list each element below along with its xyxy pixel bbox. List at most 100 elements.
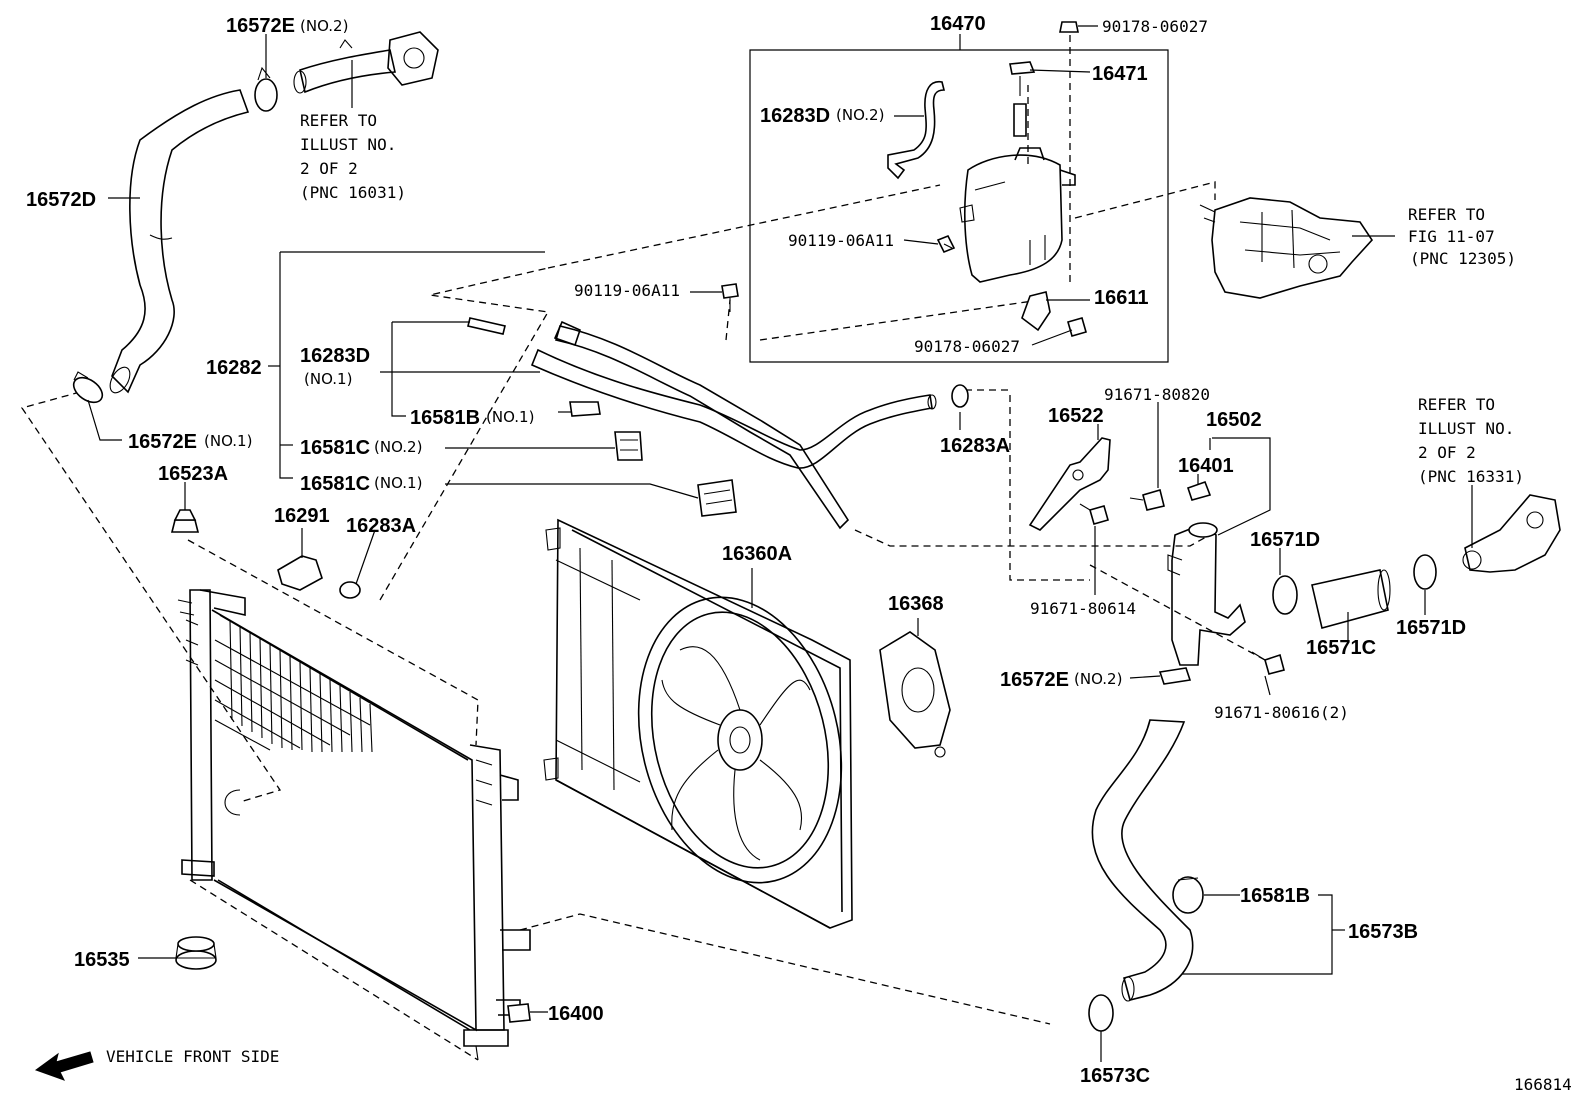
- diagram-id: 166814: [1514, 1075, 1572, 1094]
- label-16283D-no1-no: (NO.1): [304, 370, 352, 388]
- water-inlet-pipe-top: [293, 31, 439, 94]
- reserve-tank-16470: [959, 147, 1076, 283]
- clip-16581B: [1172, 876, 1204, 914]
- assembly-dashed-lines: [20, 35, 1266, 1061]
- ref-right-3: 2 OF 2: [1418, 443, 1476, 462]
- label-16581C-no2-no: (NO.2): [374, 438, 422, 456]
- label-16368: 16368: [888, 593, 944, 615]
- clamp-16572E-top: [254, 66, 278, 112]
- label-91671-80616: 91671-80616(2): [1214, 703, 1349, 722]
- bolt-91671-80614: [1079, 503, 1109, 525]
- clamp-16283A-left: [339, 581, 361, 599]
- nut-90178-bottom: [1067, 317, 1087, 337]
- drain-cock-16400: [507, 1003, 531, 1023]
- label-16535: 16535: [74, 949, 130, 971]
- label-16581B-no1: 16581B: [410, 407, 480, 429]
- clamp-16571D-b: [1413, 554, 1437, 590]
- radiator: [177, 589, 531, 1061]
- ref-fig-3: (PNC 12305): [1410, 249, 1516, 268]
- water-inlet-right: [1462, 494, 1561, 573]
- label-16523A: 16523A: [158, 463, 228, 485]
- fan-shroud: [543, 518, 853, 929]
- label-90178-bottom: 90178-06027: [914, 337, 1020, 356]
- bolt-90119-a: [936, 234, 956, 254]
- label-16611: 16611: [1094, 287, 1149, 309]
- label-16571C: 16571C: [1306, 637, 1376, 659]
- label-16283D-no1: 16283D: [300, 345, 370, 367]
- hose-16573B: [1091, 719, 1194, 1002]
- ref-fig-1: REFER TO: [1408, 205, 1485, 224]
- bolt-90119-b: [721, 283, 739, 312]
- label-90178-top: 90178-06027: [1102, 17, 1208, 36]
- cap-16471: [1009, 61, 1036, 137]
- label-16360A: 16360A: [722, 543, 792, 565]
- ref-top-left-1: REFER TO: [300, 111, 377, 130]
- label-90119-a: 90119-06A11: [788, 231, 894, 250]
- label-16470: 16470: [930, 13, 986, 35]
- label-16283D-no2: 16283D: [760, 105, 830, 127]
- label-16572E-no2-right-no: (NO.2): [1074, 670, 1122, 688]
- label-16581B-no1-no: (NO.1): [486, 408, 534, 426]
- label-91671-80614: 91671-80614: [1030, 599, 1136, 618]
- label-16283D-no2-no: (NO.2): [836, 106, 884, 124]
- ref-top-left-3: 2 OF 2: [300, 159, 358, 178]
- cushion-16535: [175, 936, 217, 970]
- bracket-16611: [1021, 291, 1051, 332]
- label-16400: 16400: [548, 1003, 604, 1025]
- label-90119-b: 90119-06A11: [574, 281, 680, 300]
- gasket-16401: [1186, 480, 1212, 501]
- label-16502: 16502: [1206, 409, 1262, 431]
- ref-top-left-2: ILLUST NO.: [300, 135, 396, 154]
- clip-16581C-no1: [697, 479, 737, 517]
- label-16573B: 16573B: [1348, 921, 1418, 943]
- cap-16523A: [170, 509, 200, 533]
- ref-right-2: ILLUST NO.: [1418, 419, 1514, 438]
- clamp-16572E-no1: [72, 371, 104, 404]
- clip-16581C-no2: [614, 431, 643, 461]
- leader-lines: [87, 25, 1473, 1062]
- ref-top-left-4: (PNC 16031): [300, 183, 406, 202]
- clamp-16571D-a: [1272, 575, 1298, 615]
- label-16572E-top: 16572E: [226, 15, 295, 37]
- reserve-hose-16283D-no1: [530, 320, 937, 530]
- hose-16571C: [1311, 569, 1391, 629]
- bolt-91671-80616: [1251, 651, 1285, 675]
- label-16291: 16291: [274, 505, 330, 527]
- label-16571D-b: 16571D: [1396, 617, 1466, 639]
- label-16401: 16401: [1178, 455, 1234, 477]
- label-16581C-no1: 16581C: [300, 473, 370, 495]
- label-16522: 16522: [1048, 405, 1104, 427]
- label-16572D: 16572D: [26, 189, 96, 211]
- label-16283A-left: 16283A: [346, 515, 416, 537]
- part-labels: 16572E (NO.2) REFER TO ILLUST NO. 2 OF 2…: [26, 13, 1524, 1087]
- label-16471: 16471: [1092, 63, 1148, 85]
- label-16581C-no2: 16581C: [300, 437, 370, 459]
- label-16572E-no1-no: (NO.1): [204, 432, 252, 450]
- clamp-16283A-right: [951, 384, 969, 408]
- clip-16581B-no1: [569, 401, 601, 417]
- bolt-91671-80820: [1129, 488, 1165, 511]
- label-16282: 16282: [206, 357, 262, 379]
- ref-fig-2: FIG 11-07: [1408, 227, 1495, 246]
- label-16581C-no1-no: (NO.1): [374, 474, 422, 492]
- label-91671-80820: 91671-80820: [1104, 385, 1210, 404]
- gasket-16368: [879, 631, 951, 758]
- label-16572E-top-no: (NO.2): [300, 17, 348, 35]
- vehicle-front-indicator: VEHICLE FRONT SIDE: [34, 1047, 279, 1081]
- vehicle-front-label: VEHICLE FRONT SIDE: [106, 1047, 279, 1066]
- clamp-16573C: [1088, 994, 1114, 1032]
- ref-right-1: REFER TO: [1418, 395, 1495, 414]
- label-16571D-a: 16571D: [1250, 529, 1320, 551]
- part-16291: [277, 555, 323, 591]
- label-16572E-no1: 16572E: [128, 431, 197, 453]
- label-16572E-no2-right: 16572E: [1000, 669, 1069, 691]
- hose-16283D-no2: [887, 81, 946, 180]
- ref-right-4: (PNC 16331): [1418, 467, 1524, 486]
- label-16573C: 16573C: [1080, 1065, 1150, 1087]
- nut-90178-top: [1059, 21, 1079, 33]
- arrow-left-icon: [34, 1051, 94, 1081]
- label-16581B: 16581B: [1240, 885, 1310, 907]
- bracket-16522: [1028, 437, 1111, 531]
- water-outlet-16502: [1167, 522, 1246, 666]
